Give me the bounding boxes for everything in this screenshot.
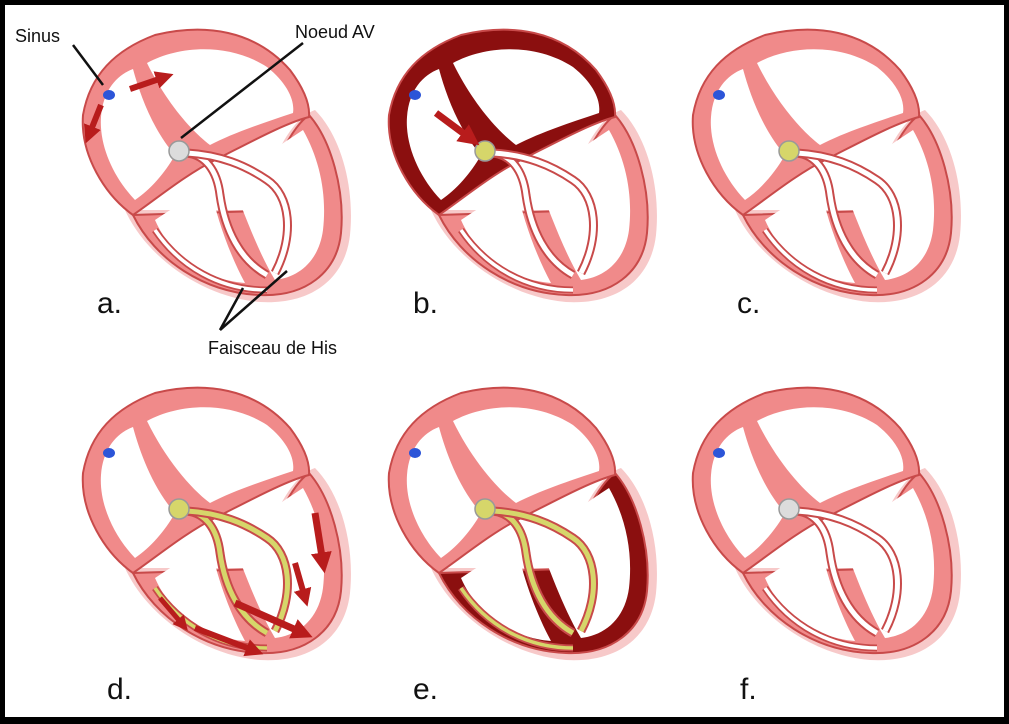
av-node: [779, 141, 799, 161]
panel-label-d: d.: [107, 673, 132, 706]
panel-label-a: a.: [97, 287, 122, 320]
sinus-label: Sinus: [15, 26, 60, 46]
sinus-node: [713, 448, 725, 458]
sinus-node: [713, 90, 725, 100]
heart-panel-f: [693, 388, 961, 661]
sinus-node: [103, 90, 115, 100]
panel-label-f: f.: [740, 673, 757, 706]
sinus-node: [409, 90, 421, 100]
heart-panel-d: [83, 388, 351, 661]
noeud-av-label: Noeud AV: [295, 22, 375, 42]
sinus-leader-line: [73, 45, 103, 85]
sinus-node: [103, 448, 115, 458]
diagram-frame: Sinus Noeud AV Faisceau de His a. b. c. d. e…: [5, 5, 1004, 717]
av-node: [475, 499, 495, 519]
av-node: [475, 141, 495, 161]
av-node: [779, 499, 799, 519]
sinus-node: [409, 448, 421, 458]
heart-panel-c: [693, 30, 961, 303]
panel-label-c: c.: [737, 287, 760, 320]
av-node: [169, 141, 189, 161]
panel-label-b: b.: [413, 287, 438, 320]
heart-conduction-diagram: Sinus Noeud AV Faisceau de His a. b. c. d. e…: [5, 5, 1004, 717]
heart-panel-e: [389, 388, 657, 661]
faisceau-de-his-label: Faisceau de His: [208, 338, 337, 358]
panel-label-e: e.: [413, 673, 438, 706]
heart-panel-a: [83, 30, 351, 303]
av-node: [169, 499, 189, 519]
heart-panel-b: [389, 30, 657, 303]
